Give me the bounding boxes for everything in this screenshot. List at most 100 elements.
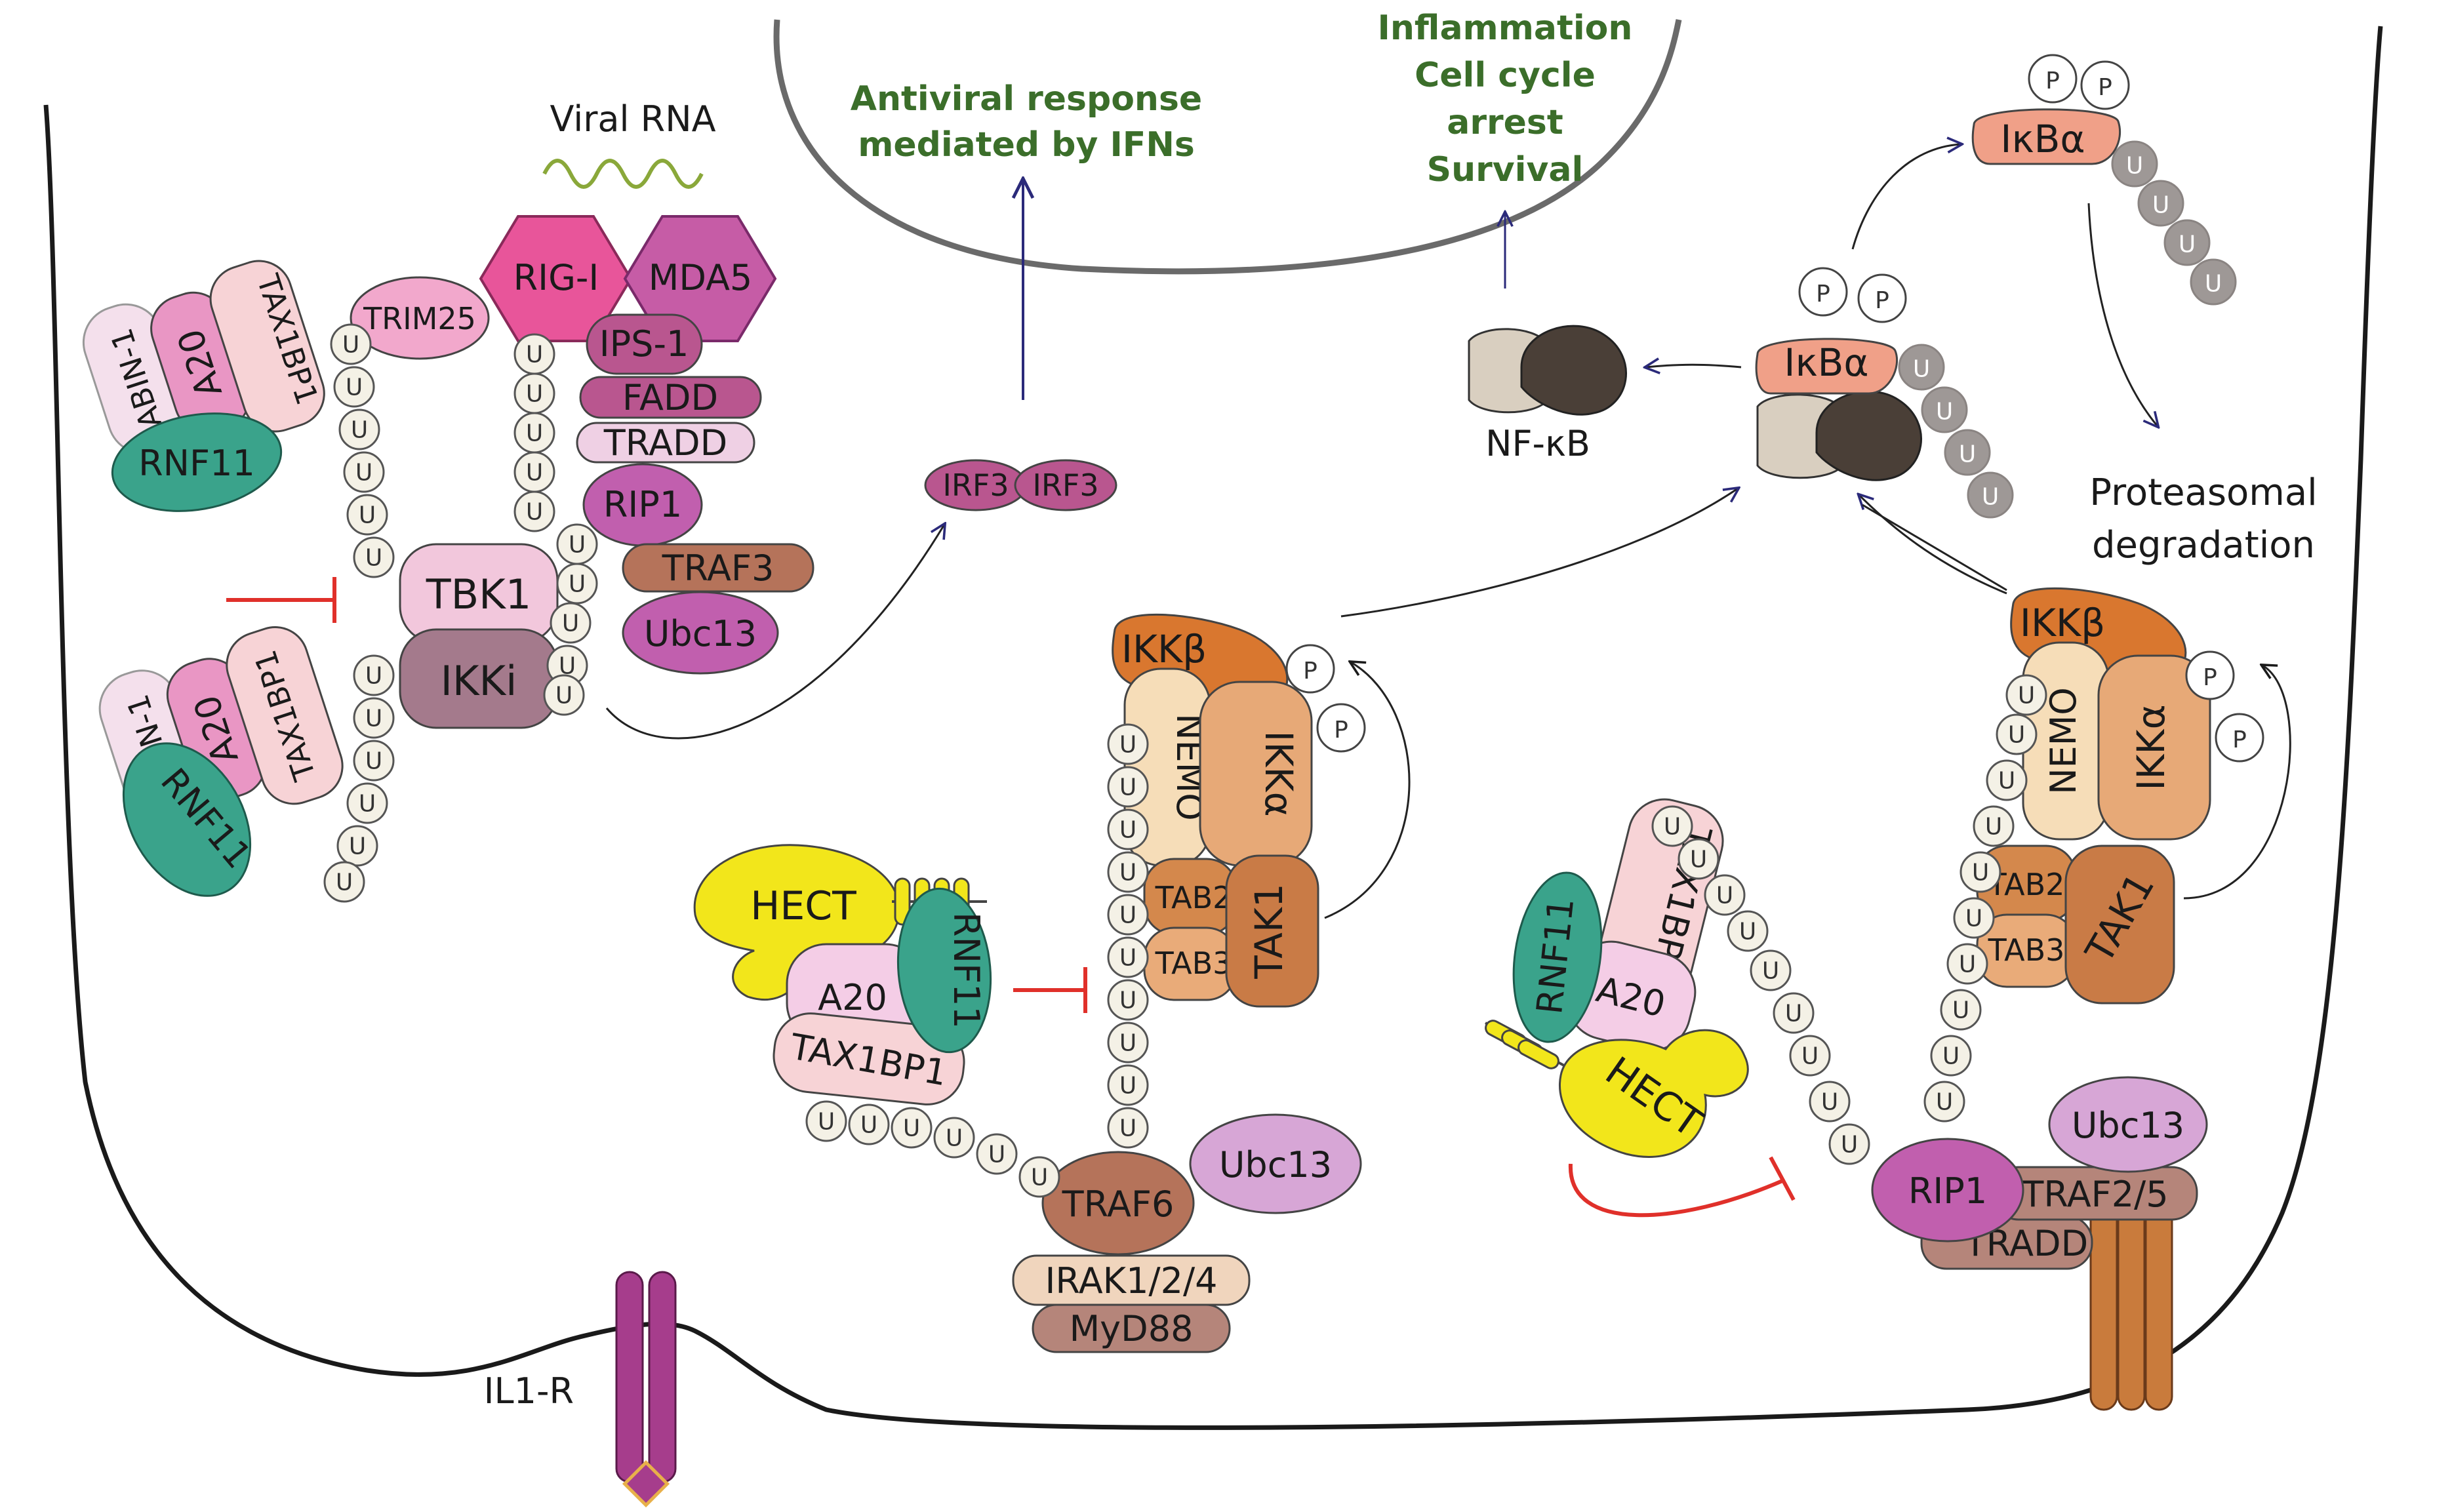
ikkb-label-center: IKKβ [1121,627,1207,671]
ubiquitin-label: U [1801,1043,1819,1070]
arrow-ikba-to-degradation-prep [1851,144,1961,250]
phosphate-group-label: P [2045,68,2060,94]
ubiquitin-label: U [1690,846,1707,873]
phosphate-group-label: P [1875,287,1889,314]
il1r-receptor-2 [648,1271,677,1483]
arrow-tak1-to-ikk-center [1324,662,1411,919]
ubc13-protein-left [622,591,779,675]
mda5-protein [623,215,777,342]
traf6-protein [1041,1151,1195,1256]
ubiquitin [543,674,585,716]
arrow-to-proteasomal-degradation [2087,203,2158,426]
tax1bp1-protein-center [773,1012,965,1105]
ubiquitin [333,366,375,408]
ubiquitin-label: U [365,545,382,572]
phosphate-group [1857,273,1907,323]
ubiquitin [1107,723,1149,765]
ubiquitin-label: U [1716,883,1733,909]
ubiquitin [976,1133,1018,1175]
myd88-label: MyD88 [1070,1308,1194,1349]
rip1-label-right: RIP1 [1908,1170,1987,1212]
ubiquitin-label: U [526,499,543,526]
ubiquitin-degradation-tag [2137,180,2184,227]
ubiquitin [1107,894,1149,936]
outcome-survival: Survival [1427,150,1584,189]
ubiquitin [1773,992,1815,1034]
ubiquitin [1107,1107,1149,1149]
irf3-label-2: IRF3 [1032,468,1098,503]
hect-anchor-lipids-right [1485,1020,1559,1069]
phosphate-group [2215,713,2264,763]
ubiquitin-label: U [1119,902,1136,929]
ubiquitin-label: U [1936,1089,1953,1116]
ubiquitin [1923,1081,1965,1123]
ikki-label: IKKi [441,657,517,705]
antiviral-text-1: Antiviral response [851,79,1202,119]
ubiquitin-label: U [526,460,543,487]
ikba-protein-free [1971,108,2121,165]
ubiquitin [1107,808,1149,850]
a20-label-center: A20 [818,977,887,1018]
viral-rna-strand [542,159,704,189]
ubiquitin [353,740,395,782]
outcome-arrest: arrest [1447,103,1563,142]
ubiquitin [1930,1035,1972,1077]
nfkb-p65-subunit-bound [1815,390,1922,481]
ubiquitin-label: U [2018,683,2035,709]
ubiquitin-degradation-tag-label: U [2126,152,2143,179]
phosphate-group [1798,267,1848,317]
tradd-label-left: TRADD [603,422,727,464]
ubiquitin-label: U [1785,1001,1802,1027]
rnf11-label-1: RNF11 [138,443,255,484]
ubiquitin-label: U [1119,1115,1136,1142]
ubiquitin-label: U [946,1125,963,1152]
ubiquitin [1018,1156,1060,1198]
phosphate-group [1316,703,1366,753]
ubiquitin-degradation-tag-label: U [2152,191,2169,218]
ubiquitin [550,602,592,644]
ubiquitin-label: U [1119,1073,1136,1100]
ubiquitin [336,825,378,867]
trim25-label: TRIM25 [363,301,476,336]
ubiquitin-degradation-tag-label: U [1913,355,1930,382]
ubiquitin-degradation-tag [1921,386,1968,433]
ubc13-protein-right [2048,1076,2208,1173]
ubiquitin [1809,1081,1851,1123]
lipid-tail [1517,1039,1559,1069]
ubiquitin-degradation-tag-label: U [1982,483,1999,510]
ubiquitin-label: U [1031,1164,1048,1191]
hect-label-center: HECT [750,883,856,929]
ikba-label-free: IκBα [2000,117,2085,161]
ubiquitin-label: U [526,420,543,447]
ubiquitin-label: U [1119,860,1136,886]
ubiquitin [1960,851,2001,893]
tab2-label-center: TAB2 [1155,880,1232,915]
tab3-label-center: TAB3 [1155,945,1232,981]
ubiquitin-label: U [1119,732,1136,759]
phosphate-group [2185,650,2235,700]
ubiquitin [353,654,395,696]
hect-protein-right [1559,1029,1749,1158]
arrow-ikk-right-to-ikba [1859,495,2007,595]
rip1-protein-right [1871,1138,2024,1243]
ubiquitin [1678,838,1719,880]
ubiquitin [330,323,372,365]
tnfr-receptor-3 [2144,1199,2173,1411]
ubiquitin-label: U [2008,722,2025,749]
ubiquitin-degradation-tag [2111,140,2158,188]
nucleus-membrane [773,19,1682,275]
outcome-inflammation: Inflammation [1378,9,1633,48]
il1r-receptor-1 [615,1271,644,1483]
nfkb-p65-subunit [1520,325,1627,416]
ubiquitin [1946,943,1988,985]
fadd-label: FADD [622,377,718,418]
fadd-protein [579,376,762,419]
viral-rna-label: Viral RNA [550,98,715,140]
il1r-label: IL1-R [484,1370,574,1412]
rnf11-protein-1 [111,412,283,512]
rnf11-label-center: RNF11 [946,912,987,1029]
nemo-label-right: NEMO [2043,687,2084,795]
ubc13-protein-center [1189,1113,1362,1214]
ubiquitin-degradation-tag [1944,429,1991,476]
